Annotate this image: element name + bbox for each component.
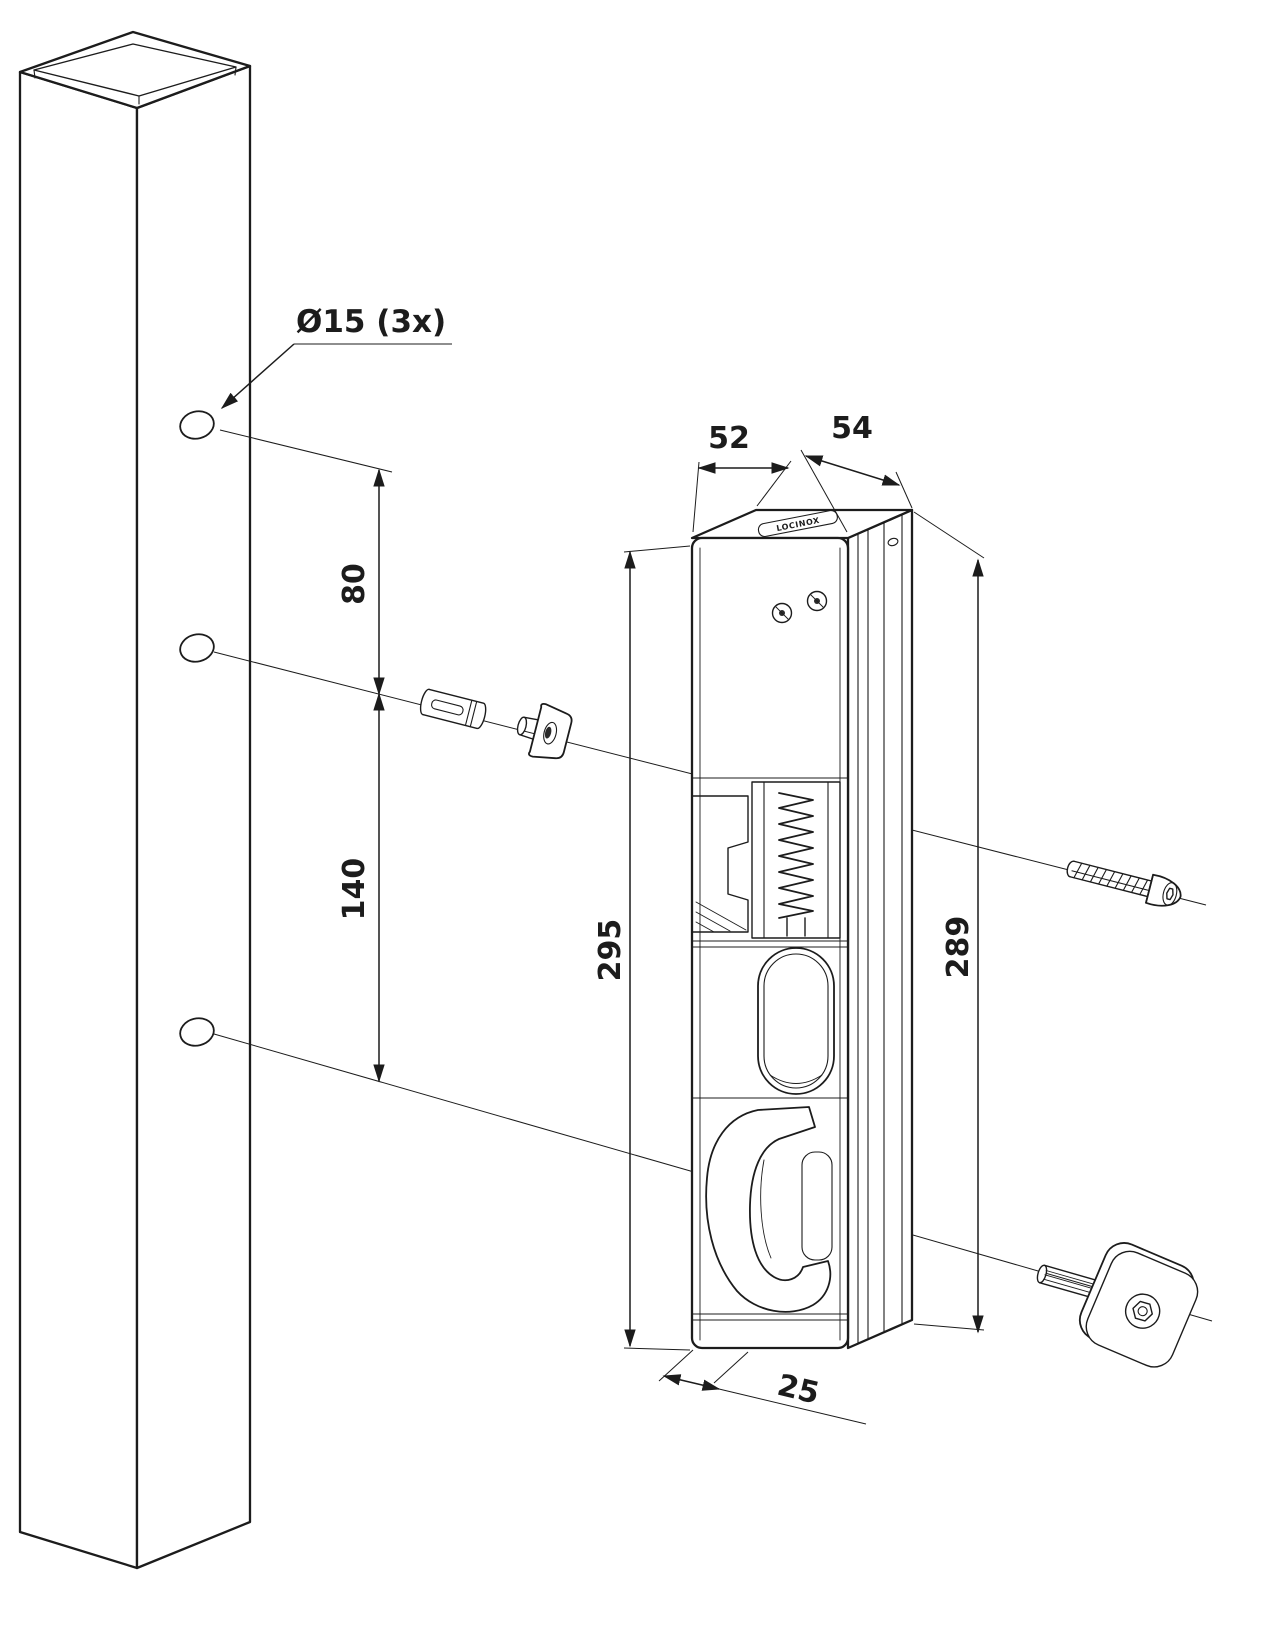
expansion-plug xyxy=(419,688,487,730)
nut-boss xyxy=(516,716,528,736)
dim-line-54 xyxy=(804,455,901,486)
lock-keep-body: LOCINOX xyxy=(690,508,914,1350)
fixing-nut xyxy=(516,703,573,760)
plug-slot xyxy=(431,699,464,716)
fixing-screw-right xyxy=(806,590,828,612)
hex-socket-icon xyxy=(1166,887,1174,901)
callout-label: Ø15 (3x) xyxy=(296,304,446,340)
dim-label-52: 52 xyxy=(708,421,750,456)
mounting-hole-top xyxy=(179,410,215,440)
profile-hole xyxy=(887,537,899,547)
mounting-screw xyxy=(1066,860,1182,907)
gate-post xyxy=(18,30,252,1570)
post-right-face xyxy=(135,64,252,1570)
mounting-hole-bottom xyxy=(179,1017,215,1047)
dim-label-289: 289 xyxy=(941,916,976,979)
dim-label-295: 295 xyxy=(593,919,628,982)
post-top-face xyxy=(18,30,252,110)
dimensions: 80 140 295 289 52 54 25 Ø15 (3x) xyxy=(220,304,985,1425)
dim-label-140: 140 xyxy=(337,858,372,921)
handle-hex-recess-icon xyxy=(1132,1300,1153,1322)
spring-mechanism xyxy=(751,781,841,939)
hook-cutout xyxy=(705,1106,833,1313)
dim-line-25 xyxy=(662,1374,721,1391)
nut-hole xyxy=(544,726,552,739)
dim-label-25: 25 xyxy=(774,1368,823,1412)
extension-line-top-hole xyxy=(219,429,393,473)
callout-leader xyxy=(220,343,295,409)
spring-coil xyxy=(778,792,814,919)
dim-label-54: 54 xyxy=(831,411,873,446)
fixing-screw-left xyxy=(771,602,793,624)
dim-label-80: 80 xyxy=(337,563,372,605)
hole-diameter-callout: Ø15 (3x) xyxy=(220,304,452,409)
keep-pocket xyxy=(691,795,749,933)
post-left-face xyxy=(18,70,139,1570)
oval-slot xyxy=(757,947,835,1095)
quick-fix-handle xyxy=(1036,1242,1199,1368)
mounting-hole-middle xyxy=(179,633,215,663)
